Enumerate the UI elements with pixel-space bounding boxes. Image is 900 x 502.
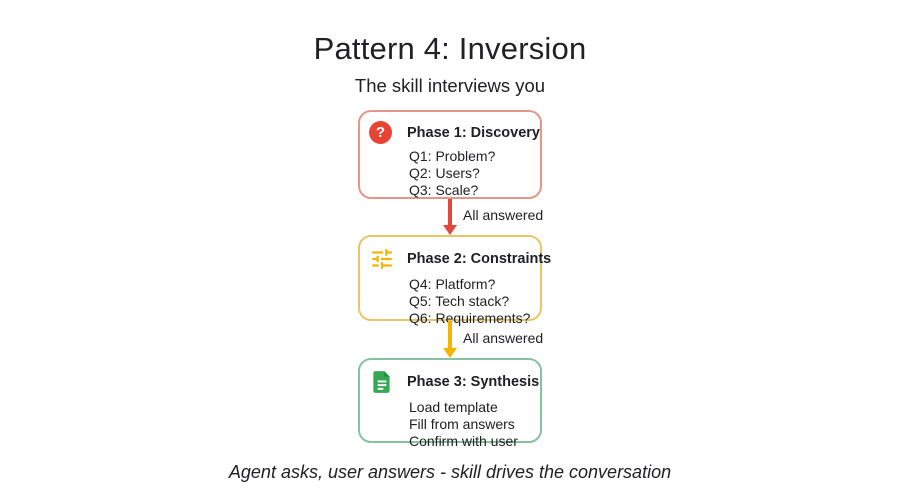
arrow-down-red-icon bbox=[443, 199, 457, 235]
phase-3-title: Phase 3: Synthesis bbox=[407, 374, 540, 390]
phase-2-icon-wrap bbox=[369, 246, 407, 272]
phase-3-icon-wrap bbox=[369, 369, 407, 395]
phase-1-line-2: Q2: Users? bbox=[409, 165, 480, 181]
connector-1-label: All answered bbox=[463, 207, 544, 223]
phase-1-lines: Q1: Problem? Q2: Users? Q3: Scale? bbox=[409, 148, 540, 199]
arrow-down-yellow-icon bbox=[443, 321, 457, 358]
page-title: Pattern 4: Inversion bbox=[313, 31, 587, 66]
phase-3-lines: Load template Fill from answers Confirm … bbox=[409, 399, 540, 450]
phase-2-box: Phase 2: Constraints Q4: Platform? Q5: T… bbox=[358, 235, 551, 326]
phase-3-box: Phase 3: Synthesis Load template Fill fr… bbox=[358, 358, 542, 449]
document-line bbox=[377, 387, 384, 390]
phase-1-box: ? Phase 1: Discovery Q1: Problem? Q2: Us… bbox=[358, 110, 542, 199]
help-circle-icon: ? bbox=[369, 121, 392, 144]
phase-2-header: Phase 2: Constraints bbox=[360, 237, 551, 272]
phase-1-header: ? Phase 1: Discovery bbox=[360, 112, 540, 144]
arrow-head bbox=[443, 225, 457, 235]
arrow-stem bbox=[448, 321, 452, 348]
document-line bbox=[377, 384, 387, 387]
phase-1-line-1: Q1: Problem? bbox=[409, 148, 496, 164]
phase-2-line-3: Q6: Requirements? bbox=[409, 310, 531, 326]
arrow-stem bbox=[448, 199, 452, 225]
page-subtitle: The skill interviews you bbox=[354, 75, 546, 96]
arrow-head bbox=[443, 348, 457, 358]
tune-glyph bbox=[372, 249, 392, 269]
connector-2-label: All answered bbox=[463, 330, 544, 346]
document-icon bbox=[373, 371, 390, 393]
phase-1-title: Phase 1: Discovery bbox=[407, 124, 540, 141]
phase-3-line-1: Load template bbox=[409, 399, 498, 415]
help-glyph: ? bbox=[375, 124, 386, 141]
phase-1-icon-wrap: ? bbox=[369, 121, 407, 144]
phase-1-line-3: Q3: Scale? bbox=[409, 182, 479, 198]
phase-3-header: Phase 3: Synthesis bbox=[360, 360, 540, 395]
footer-caption: Agent asks, user answers - skill drives … bbox=[228, 462, 672, 482]
phase-2-line-1: Q4: Platform? bbox=[409, 276, 496, 292]
phase-3-line-3: Confirm with user bbox=[409, 433, 518, 449]
phase-2-line-2: Q5: Tech stack? bbox=[409, 293, 510, 309]
phase-2-title: Phase 2: Constraints bbox=[407, 251, 552, 267]
document-line bbox=[377, 380, 387, 383]
document-fold bbox=[384, 371, 390, 377]
phase-3-line-2: Fill from answers bbox=[409, 416, 515, 432]
tune-sliders-icon bbox=[372, 249, 392, 269]
phase-2-lines: Q4: Platform? Q5: Tech stack? Q6: Requir… bbox=[409, 276, 540, 327]
